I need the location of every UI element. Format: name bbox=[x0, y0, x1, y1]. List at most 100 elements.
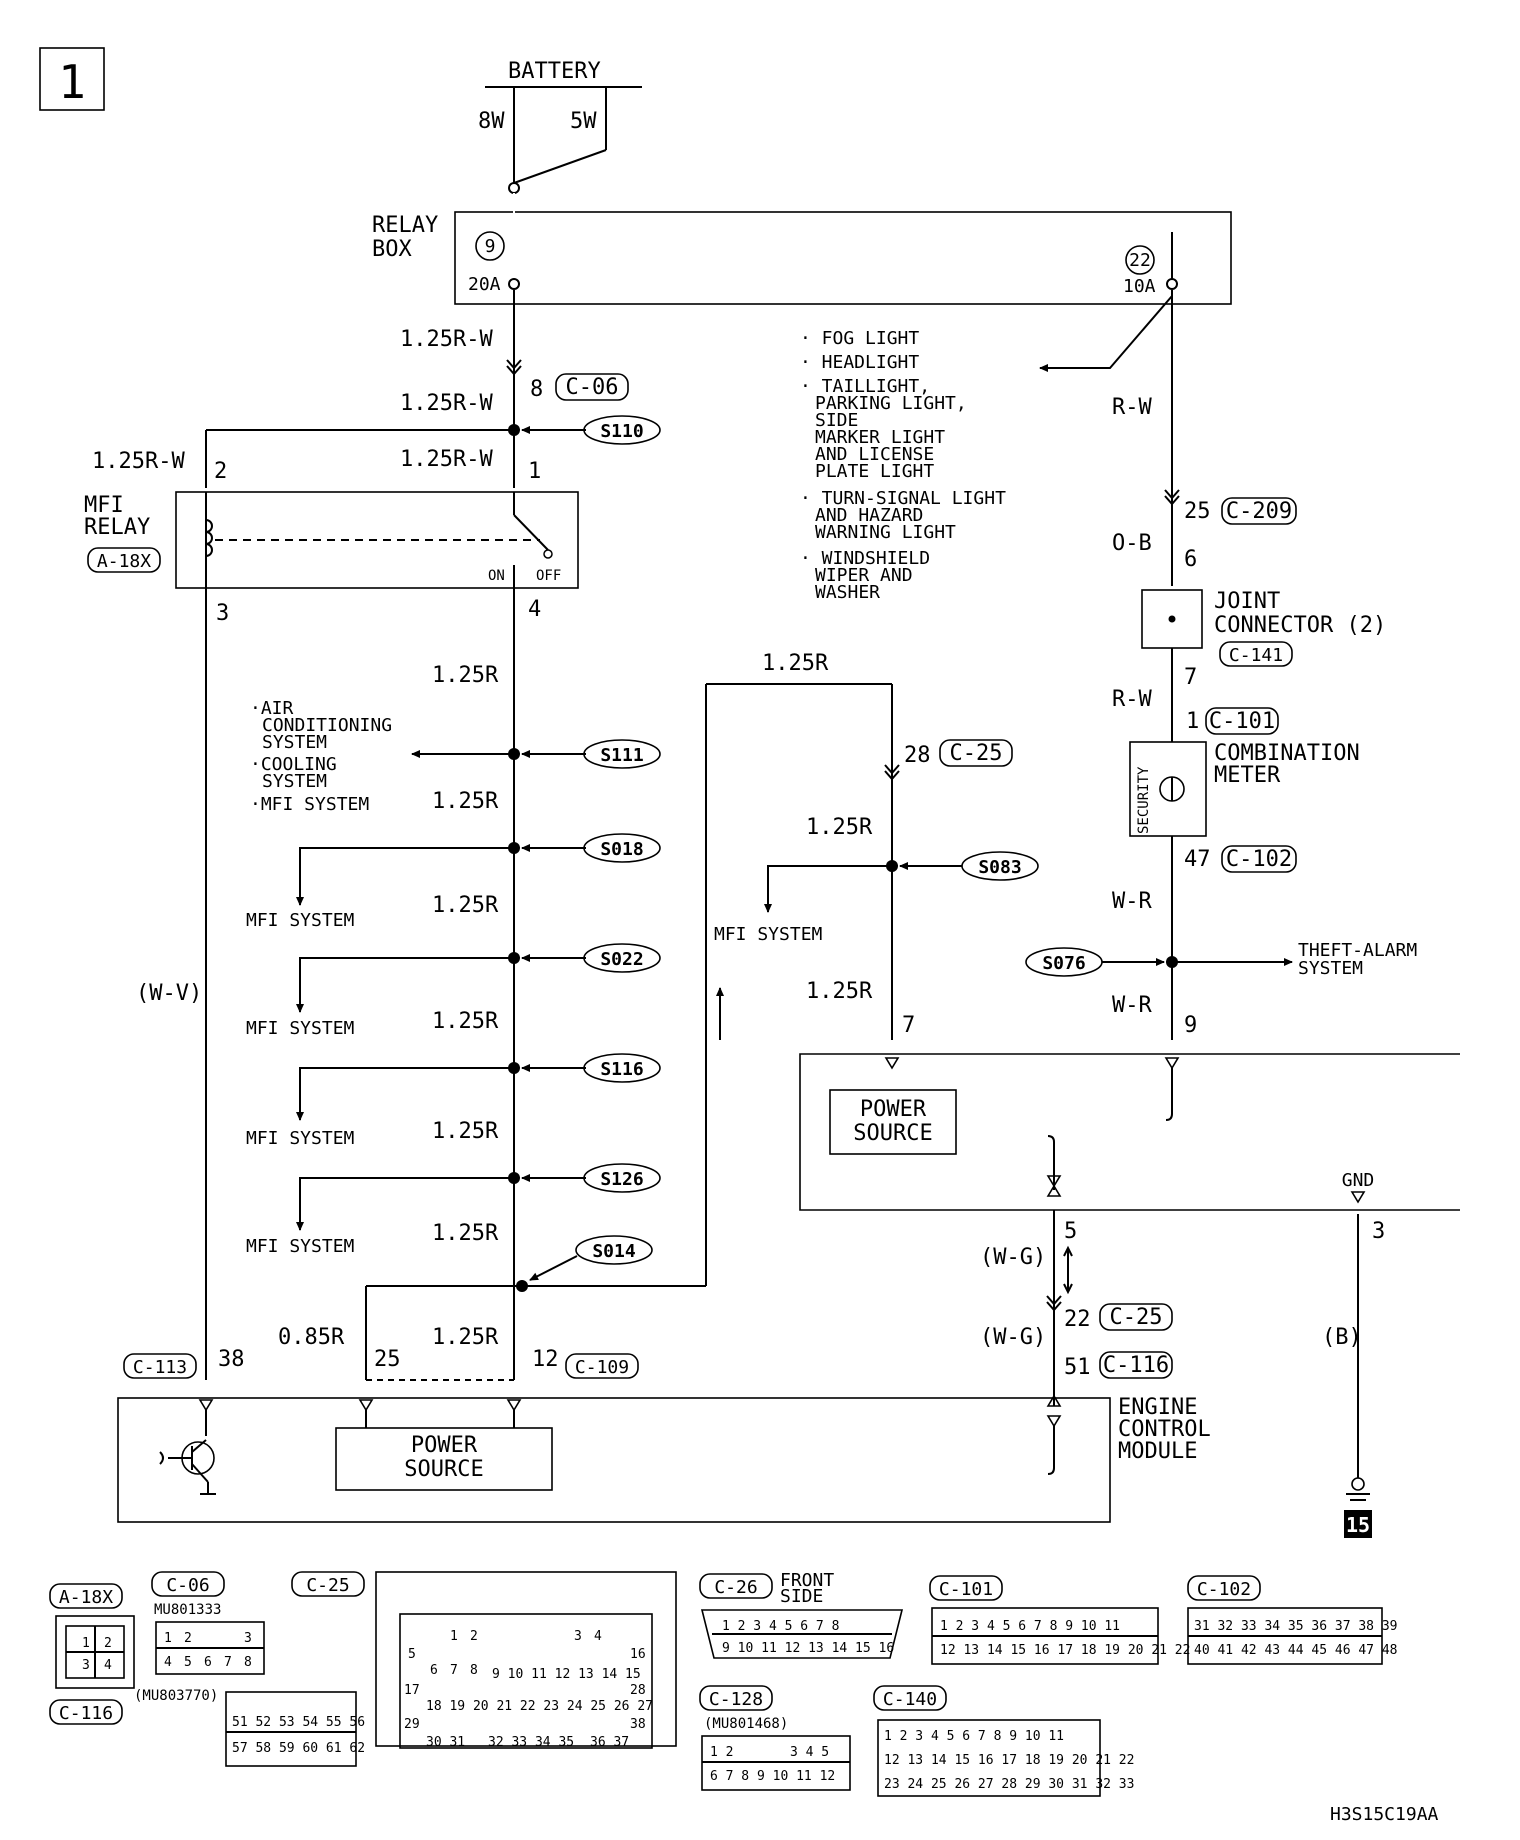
svg-text:12 13 14 15 16 17 18 19 20 21: 12 13 14 15 16 17 18 19 20 21 22 bbox=[940, 1643, 1190, 1658]
wire-125rw: 1.25R-W bbox=[400, 391, 493, 416]
svg-text:40 41 42 43 44 45 46 47 48: 40 41 42 43 44 45 46 47 48 bbox=[1194, 1643, 1398, 1658]
svg-text:1 2 3 4 5 6 7 8 9 10 11: 1 2 3 4 5 6 7 8 9 10 11 bbox=[940, 1619, 1120, 1634]
pin-8: 8 bbox=[530, 377, 543, 402]
feed-item: · TAILLIGHT, bbox=[800, 376, 930, 397]
wire-b: (B) bbox=[1322, 1325, 1362, 1350]
ecm-power-source-label-2: SOURCE bbox=[404, 1457, 483, 1482]
fuse-22-amp: 10A bbox=[1123, 276, 1156, 297]
pin-25: 25 bbox=[1184, 499, 1211, 524]
left-circuit: 1.25R-W 1.25R-W 8 C-06 S110 1.25R-W 1.25… bbox=[84, 290, 706, 1381]
wire-125rw: 1.25R-W bbox=[92, 449, 185, 474]
power-source-label-1: POWER bbox=[860, 1097, 927, 1122]
pin-3: 3 bbox=[1372, 1219, 1385, 1244]
svg-text:3: 3 bbox=[574, 1629, 582, 1644]
conn-c116-label: C-116 bbox=[59, 1703, 113, 1724]
feed-item: · HEADLIGHT bbox=[800, 352, 919, 373]
splice-s083: S083 bbox=[978, 857, 1021, 878]
wire-125rw: 1.25R-W bbox=[400, 327, 493, 352]
svg-text:8: 8 bbox=[470, 1663, 478, 1678]
svg-text:32 33 34 35: 32 33 34 35 bbox=[488, 1735, 574, 1750]
theft-alarm-label-2: SYSTEM bbox=[1298, 958, 1363, 979]
svg-text:2: 2 bbox=[104, 1636, 112, 1651]
svg-text:17: 17 bbox=[404, 1683, 420, 1698]
mfi-relay-label-1: MFI bbox=[84, 493, 124, 518]
pin-9: 9 bbox=[1184, 1013, 1197, 1038]
pin-5: 5 bbox=[1064, 1219, 1077, 1244]
splice-s111: S111 bbox=[600, 745, 643, 766]
conn-c101-label: C-101 bbox=[939, 1579, 993, 1600]
wire-wv: (W-V) bbox=[136, 981, 202, 1006]
wire-125r: 1.25R bbox=[762, 651, 829, 676]
feed-item: · TURN-SIGNAL LIGHT bbox=[800, 488, 1006, 509]
svg-text:1: 1 bbox=[164, 1631, 172, 1646]
wire-wg: (W-G) bbox=[980, 1245, 1046, 1270]
svg-text:31 32 33 34 35 36 37 38 39: 31 32 33 34 35 36 37 38 39 bbox=[1194, 1619, 1398, 1634]
splice-s110: S110 bbox=[600, 421, 643, 442]
svg-text:6: 6 bbox=[430, 1663, 438, 1678]
wire-wr: W-R bbox=[1112, 889, 1152, 914]
pin-12: 12 bbox=[532, 1347, 559, 1372]
conn-c26-note-2: SIDE bbox=[780, 1586, 823, 1607]
s111-target: ·MFI SYSTEM bbox=[250, 794, 369, 815]
wire-125r: 1.25R bbox=[432, 1325, 499, 1350]
pin-38: 38 bbox=[218, 1347, 245, 1372]
svg-text:3: 3 bbox=[244, 1631, 252, 1646]
pin-3: 3 bbox=[216, 601, 229, 626]
pin-25: 25 bbox=[374, 1347, 401, 1372]
feed-item: AND LICENSE bbox=[815, 444, 934, 465]
ecm-label-1: ENGINE bbox=[1118, 1395, 1197, 1420]
conn-c140-label: C-140 bbox=[883, 1689, 937, 1710]
splice-s116: S116 bbox=[600, 1059, 643, 1080]
pin-28: 28 bbox=[904, 743, 931, 768]
svg-text:18 19 20 21 22 23 24 25 26 27: 18 19 20 21 22 23 24 25 26 27 bbox=[426, 1699, 653, 1714]
pin-7: 7 bbox=[1184, 665, 1197, 690]
feed-item: · WINDSHIELD bbox=[800, 548, 930, 569]
joint-label-2: CONNECTOR (2) bbox=[1214, 613, 1386, 638]
svg-text:1 2: 1 2 bbox=[710, 1745, 733, 1760]
ecm-label-2: CONTROL bbox=[1118, 1417, 1211, 1442]
s111-target: SYSTEM bbox=[262, 771, 327, 792]
svg-text:23 24 25 26 27 28 29 30 31 32: 23 24 25 26 27 28 29 30 31 32 33 bbox=[884, 1777, 1134, 1792]
wire-rw: R-W bbox=[1112, 687, 1152, 712]
conn-c116-part: (MU803770) bbox=[134, 1688, 218, 1704]
feed-item: MARKER LIGHT bbox=[815, 427, 945, 448]
pin-51: 51 bbox=[1064, 1355, 1091, 1380]
wire-125r: 1.25R bbox=[432, 663, 499, 688]
conn-c26-label: C-26 bbox=[714, 1577, 757, 1598]
fuse-9-amp: 20A bbox=[468, 274, 501, 295]
conn-c141: C-141 bbox=[1229, 645, 1283, 666]
relay-box-label-2: BOX bbox=[372, 237, 412, 262]
joint-label-1: JOINT bbox=[1214, 589, 1280, 614]
theft-alarm-label-1: THEFT-ALARM bbox=[1298, 940, 1417, 961]
battery-label: BATTERY bbox=[508, 59, 601, 84]
wire-125r: 1.25R bbox=[432, 1009, 499, 1034]
svg-text:36 37: 36 37 bbox=[590, 1735, 629, 1750]
page-number: 1 bbox=[58, 55, 86, 109]
diagram-code: H3S15C19AA bbox=[1330, 1804, 1439, 1825]
conn-c109: C-109 bbox=[575, 1357, 629, 1378]
svg-text:4: 4 bbox=[164, 1655, 172, 1670]
s111-target: SYSTEM bbox=[262, 732, 327, 753]
wire-125r: 1.25R bbox=[806, 815, 873, 840]
conn-c25-label: C-25 bbox=[306, 1575, 349, 1596]
conn-c26-note-1: FRONT bbox=[780, 1570, 834, 1591]
svg-text:4: 4 bbox=[104, 1658, 112, 1673]
mfi-system-label: MFI SYSTEM bbox=[714, 924, 823, 945]
engine-control-module: ENGINE CONTROL MODULE POWER SOURCE bbox=[117, 1394, 1211, 1523]
mfi-system-label: MFI SYSTEM bbox=[246, 910, 355, 931]
ground-number: 15 bbox=[1346, 1513, 1370, 1537]
battery-wire-5w: 5W bbox=[570, 109, 597, 134]
pin-2: 2 bbox=[214, 459, 227, 484]
svg-text:1 2 3 4 5 6 7 8 9 10 11: 1 2 3 4 5 6 7 8 9 10 11 bbox=[884, 1729, 1064, 1744]
svg-text:2: 2 bbox=[470, 1629, 478, 1644]
svg-text:51 52 53 54 55 56: 51 52 53 54 55 56 bbox=[232, 1715, 365, 1730]
conn-c06: C-06 bbox=[566, 375, 619, 400]
svg-text:7: 7 bbox=[224, 1655, 232, 1670]
wire-wr: W-R bbox=[1112, 993, 1152, 1018]
conn-c102: C-102 bbox=[1226, 847, 1292, 872]
pin-1: 1 bbox=[528, 459, 541, 484]
wire-125r: 1.25R bbox=[432, 1119, 499, 1144]
wire-wg: (W-G) bbox=[980, 1325, 1046, 1350]
